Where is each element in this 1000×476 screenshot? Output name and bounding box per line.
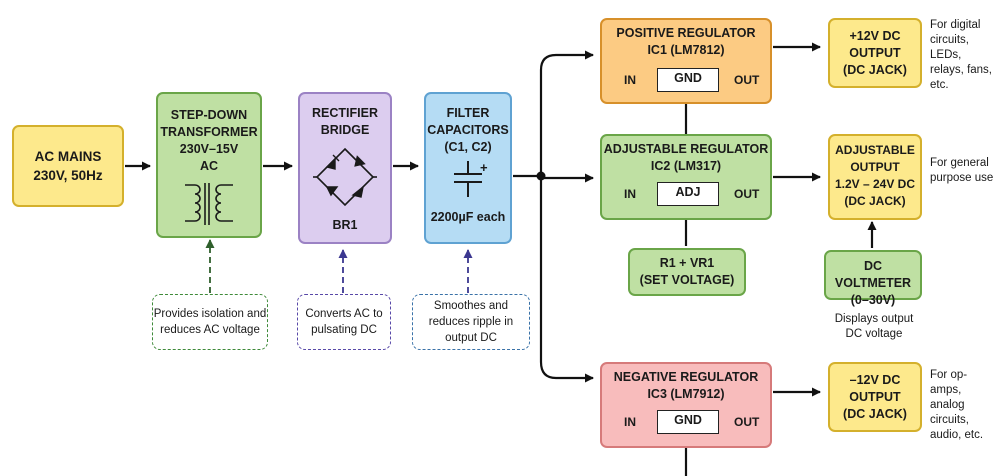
adj-reg-line-2: IC2 (LM317) <box>650 159 722 173</box>
ac-mains-sub: 230V, 50Hz <box>33 168 103 183</box>
voltmeter-box: DC VOLTMETER (0–30V) <box>824 250 922 307</box>
rectifier-ref: BR1 <box>332 218 358 232</box>
capacitor-area: + <box>426 159 510 203</box>
voltmeter-line-1: DC VOLTMETER <box>834 259 912 290</box>
out-neg-line-2: OUTPUT <box>849 390 901 404</box>
note-rectifier-text: Converts AC to pulsating DC <box>305 308 383 336</box>
transformer-line-3: 230V–15V <box>179 142 239 156</box>
output-positive-desc: For digital circuits, LEDs, relays, fans… <box>930 19 992 91</box>
pos-reg-gnd-pin: GND <box>657 68 719 92</box>
wire-bus-to-negative <box>539 361 594 383</box>
neg-reg-line-2: IC3 (LM7912) <box>647 387 725 401</box>
note-rectifier: Converts AC to pulsating DC <box>297 294 391 350</box>
out-adj-line-1: ADJUSTABLE <box>835 143 915 157</box>
neg-reg-out: OUT <box>734 415 760 429</box>
capacitor-icon <box>454 161 482 197</box>
note-filter-text: Smoothes and reduces ripple in output DC <box>428 300 514 344</box>
negative-regulator-box: NEGATIVE REGULATOR IC3 (LM7912) IN GND O… <box>600 362 772 448</box>
out-pos-line-3: (DC JACK) <box>843 63 907 77</box>
out-adj-line-2: OUTPUT <box>850 160 900 174</box>
transformer-line-2: TRANSFORMER <box>160 125 258 139</box>
ac-mains-box: AC MAINS 230V, 50Hz <box>12 125 124 207</box>
neg-reg-gnd-pin: GND <box>657 410 719 434</box>
filter-line-1: FILTER <box>446 106 490 120</box>
adj-reg-adj-pin: ADJ <box>657 182 719 206</box>
adj-reg-out: OUT <box>734 187 760 201</box>
adjustable-regulator-box: ADJUSTABLE REGULATOR IC2 (LM317) IN ADJ … <box>600 134 772 220</box>
note-filter: Smoothes and reduces ripple in output DC <box>412 294 530 350</box>
out-pos-line-1: +12V DC <box>849 29 901 43</box>
output-negative-desc: For op-amps, analog circuits, audio, etc… <box>930 369 984 441</box>
filter-line-2: CAPACITORS <box>427 123 509 137</box>
filter-box: FILTER CAPACITORS (C1, C2) + 2200µF each <box>424 92 512 244</box>
out-neg-line-1: –12V DC <box>849 373 901 387</box>
wire-junction-bus <box>539 50 594 71</box>
transformer-line-1: STEP-DOWN <box>170 108 248 122</box>
rectifier-box: RECTIFIER BRIDGE BR1 <box>298 92 392 244</box>
ac-mains-title: AC MAINS <box>34 149 102 164</box>
transformer-line-4: AC <box>199 159 219 173</box>
output-adjustable-box: ADJUSTABLE OUTPUT 1.2V – 24V DC (DC JACK… <box>828 134 922 220</box>
pos-reg-line-2: IC1 (LM7812) <box>647 43 725 57</box>
adj-reg-line-1: ADJUSTABLE REGULATOR <box>603 142 769 156</box>
filter-value: 2200µF each <box>430 210 506 224</box>
r1vr1-line-2: (SET VOLTAGE) <box>639 273 735 287</box>
bridge-rectifier-icon <box>313 147 377 207</box>
filter-line-3: (C1, C2) <box>444 140 492 154</box>
note-transformer: Provides isolation and reduces AC voltag… <box>152 294 268 350</box>
output-negative-box: –12V DC OUTPUT (DC JACK) <box>828 362 922 432</box>
out-adj-line-4: (DC JACK) <box>844 194 906 208</box>
voltmeter-line-2: (0–30V) <box>850 293 896 307</box>
neg-reg-line-1: NEGATIVE REGULATOR <box>613 370 759 384</box>
output-positive-box: +12V DC OUTPUT (DC JACK) <box>828 18 922 88</box>
rectifier-line-1: RECTIFIER <box>312 106 378 120</box>
out-neg-line-3: (DC JACK) <box>843 407 907 421</box>
transformer-box: STEP-DOWN TRANSFORMER 230V–15V AC <box>156 92 262 238</box>
out-pos-line-2: OUTPUT <box>849 46 901 60</box>
out-adj-line-3: 1.2V – 24V DC <box>834 177 916 191</box>
neg-reg-in: IN <box>624 415 636 429</box>
output-adjustable-desc: For general purpose use <box>930 157 994 184</box>
adj-reg-in: IN <box>624 187 636 201</box>
transformer-symbol-icon <box>185 183 233 225</box>
pos-reg-out: OUT <box>734 73 760 87</box>
voltmeter-desc: Displays output DC voltage <box>834 313 914 340</box>
pos-reg-line-1: POSITIVE REGULATOR <box>616 26 756 40</box>
pos-reg-in: IN <box>624 73 636 87</box>
capacitor-plus: + <box>480 160 488 175</box>
r1-vr1-box: R1 + VR1 (SET VOLTAGE) <box>628 248 746 296</box>
note-transformer-text: Provides isolation and reduces AC voltag… <box>153 308 267 336</box>
junction-dot <box>536 171 546 181</box>
r1vr1-line-1: R1 + VR1 <box>659 256 715 270</box>
positive-regulator-box: POSITIVE REGULATOR IC1 (LM7812) IN GND O… <box>600 18 772 104</box>
rectifier-line-2: BRIDGE <box>320 123 370 137</box>
